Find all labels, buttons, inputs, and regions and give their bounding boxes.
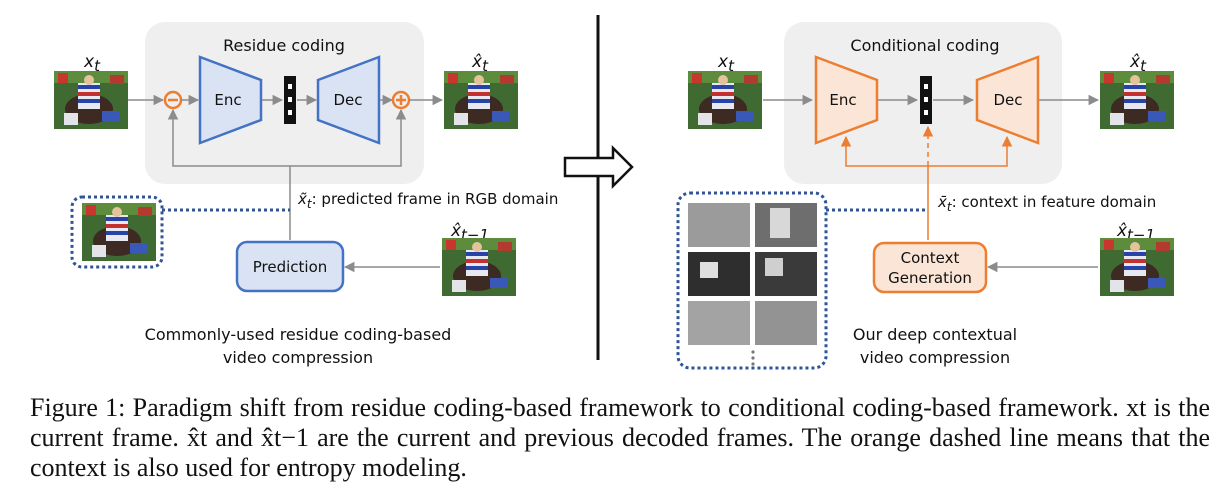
- left-subtitle-line2: video compression: [223, 348, 373, 367]
- residue-coding-title: Residue coding: [223, 36, 345, 55]
- decoder-block-right: [975, 55, 1040, 145]
- left-subtitle-line1: Commonly-used residue coding-based: [145, 325, 452, 344]
- decoder-block: [316, 55, 381, 145]
- right-subtitle-line1: Our deep contextual: [853, 325, 1017, 344]
- encoder-label: Enc: [214, 91, 241, 109]
- paradigm-shift-arrow: [563, 144, 634, 190]
- input-frame-label: xt: [83, 52, 101, 75]
- feature-maps-callout: [676, 191, 828, 370]
- encoder-block: [198, 55, 263, 145]
- context-to-decoder-line: [928, 135, 1013, 167]
- context-generation-label-2: Generation: [888, 269, 972, 287]
- prediction-to-add-line: [290, 108, 407, 167]
- prev-frame-thumbnail-right: [1100, 238, 1174, 296]
- predicted-frame-label: x̃t: predicted frame in RGB domain: [297, 190, 558, 211]
- decoder-label-right: Dec: [993, 91, 1022, 109]
- diagram-canvas: Residue coding xt Enc Dec x̂t x̃t: predi…: [54, 15, 1174, 370]
- decoder-label: Dec: [333, 91, 362, 109]
- predicted-frame-thumbnail: [82, 203, 156, 261]
- latent-code-right: [920, 76, 932, 124]
- prediction-block: [235, 240, 345, 293]
- feature-map-grid: [688, 203, 817, 366]
- context-label: x̄t: context in feature domain: [937, 193, 1156, 214]
- prediction-label: Prediction: [253, 258, 328, 276]
- output-frame-label: x̂t: [471, 52, 489, 75]
- encoder-block-right: [814, 55, 879, 145]
- context-generation-label-1: Context: [901, 249, 960, 267]
- context-to-encoder-line: [840, 135, 929, 240]
- right-subtitle-line2: video compression: [860, 348, 1010, 367]
- input-frame-thumbnail: [54, 71, 128, 129]
- prediction-feedback-line: [167, 108, 291, 240]
- context-generation-block: [872, 241, 988, 294]
- figure-caption: Figure 1: Paradigm shift from residue co…: [30, 393, 1210, 482]
- output-frame-label-right: x̂t: [1129, 52, 1147, 75]
- encoder-label-right: Enc: [829, 91, 856, 109]
- output-frame-thumbnail: [444, 71, 518, 129]
- predicted-frame-callout: [70, 195, 164, 269]
- input-frame-label-right: xt: [717, 52, 735, 75]
- latent-code: [284, 76, 296, 124]
- conditional-coding-title: Conditional coding: [850, 36, 999, 55]
- output-frame-thumbnail-right: [1100, 71, 1174, 129]
- input-frame-thumbnail-right: [688, 71, 762, 129]
- prev-frame-thumbnail-left: [442, 238, 516, 296]
